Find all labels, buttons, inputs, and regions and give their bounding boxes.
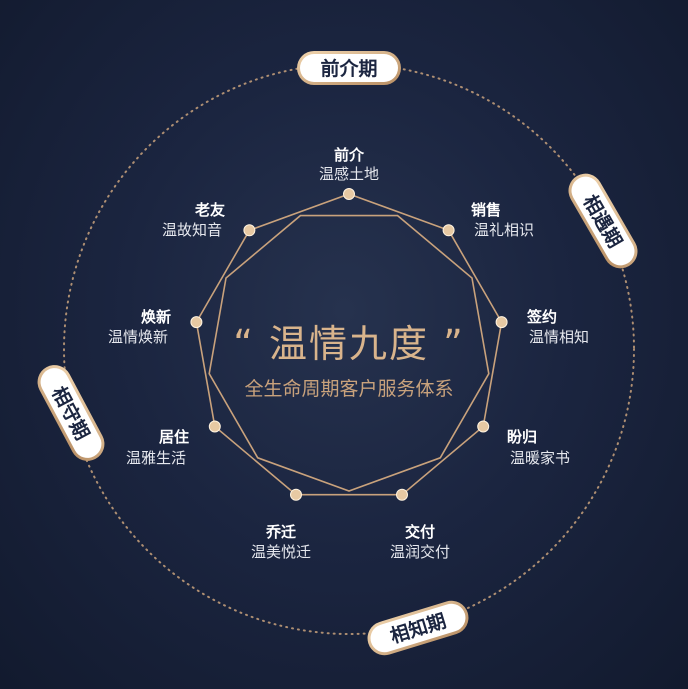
- node-subtitle-8: 温故知音: [162, 221, 222, 239]
- node-dot-8: [243, 224, 256, 237]
- node-labels: 前介 温感土地 销售 温礼相识 签约 温情相知 盼归 温暖家书 交付 温润交付 …: [108, 146, 589, 561]
- node-title-6: 居住: [159, 428, 189, 446]
- outer-nonagon-frame: [195, 193, 503, 496]
- node-dot-5: [290, 488, 302, 501]
- node-title-3: 盼归: [507, 428, 537, 446]
- node-title-4: 交付: [405, 523, 435, 541]
- node-title-2: 签约: [526, 308, 557, 326]
- node-subtitle-4: 温润交付: [390, 543, 450, 561]
- node-dot-6: [208, 420, 221, 433]
- node-dot-3: [477, 420, 490, 433]
- phase-pill-xiangzhi: 相知期: [367, 600, 469, 656]
- phase-pill-xiangshou: 相守期: [37, 365, 105, 461]
- node-dot-0: [343, 188, 355, 200]
- node-dot-1: [442, 224, 455, 237]
- node-subtitle-6: 温雅生活: [126, 449, 186, 467]
- center-subtitle: 全生命周期客户服务体系: [244, 378, 453, 400]
- node-subtitle-3: 温暖家书: [510, 449, 570, 467]
- node-title-1: 销售: [471, 201, 501, 219]
- node-title-7: 焕新: [141, 308, 171, 326]
- node-dot-2: [495, 316, 508, 329]
- center-title: “ 温情九度 ”: [233, 322, 465, 366]
- node-dot-4: [396, 488, 408, 501]
- node-title-0: 前介: [334, 146, 365, 164]
- outer-dotted-ring: [63, 63, 635, 635]
- node-title-8: 老友: [194, 201, 225, 219]
- phase-pill-xiangyu: 相遇期: [568, 173, 638, 269]
- node-subtitle-0: 温感土地: [319, 165, 379, 183]
- node-title-5: 乔迁: [265, 523, 296, 541]
- node-dots: [190, 188, 508, 501]
- node-dot-7: [190, 316, 203, 329]
- node-subtitle-5: 温美悦迁: [251, 543, 311, 561]
- phase-label-0: 前介期: [320, 57, 377, 80]
- node-subtitle-1: 温礼相识: [474, 221, 534, 239]
- node-subtitle-2: 温情相知: [529, 328, 589, 346]
- inner-nonagon-frame: [208, 214, 490, 492]
- node-subtitle-7: 温情焕新: [108, 328, 168, 346]
- phase-pill-qianjie: 前介期: [297, 51, 401, 85]
